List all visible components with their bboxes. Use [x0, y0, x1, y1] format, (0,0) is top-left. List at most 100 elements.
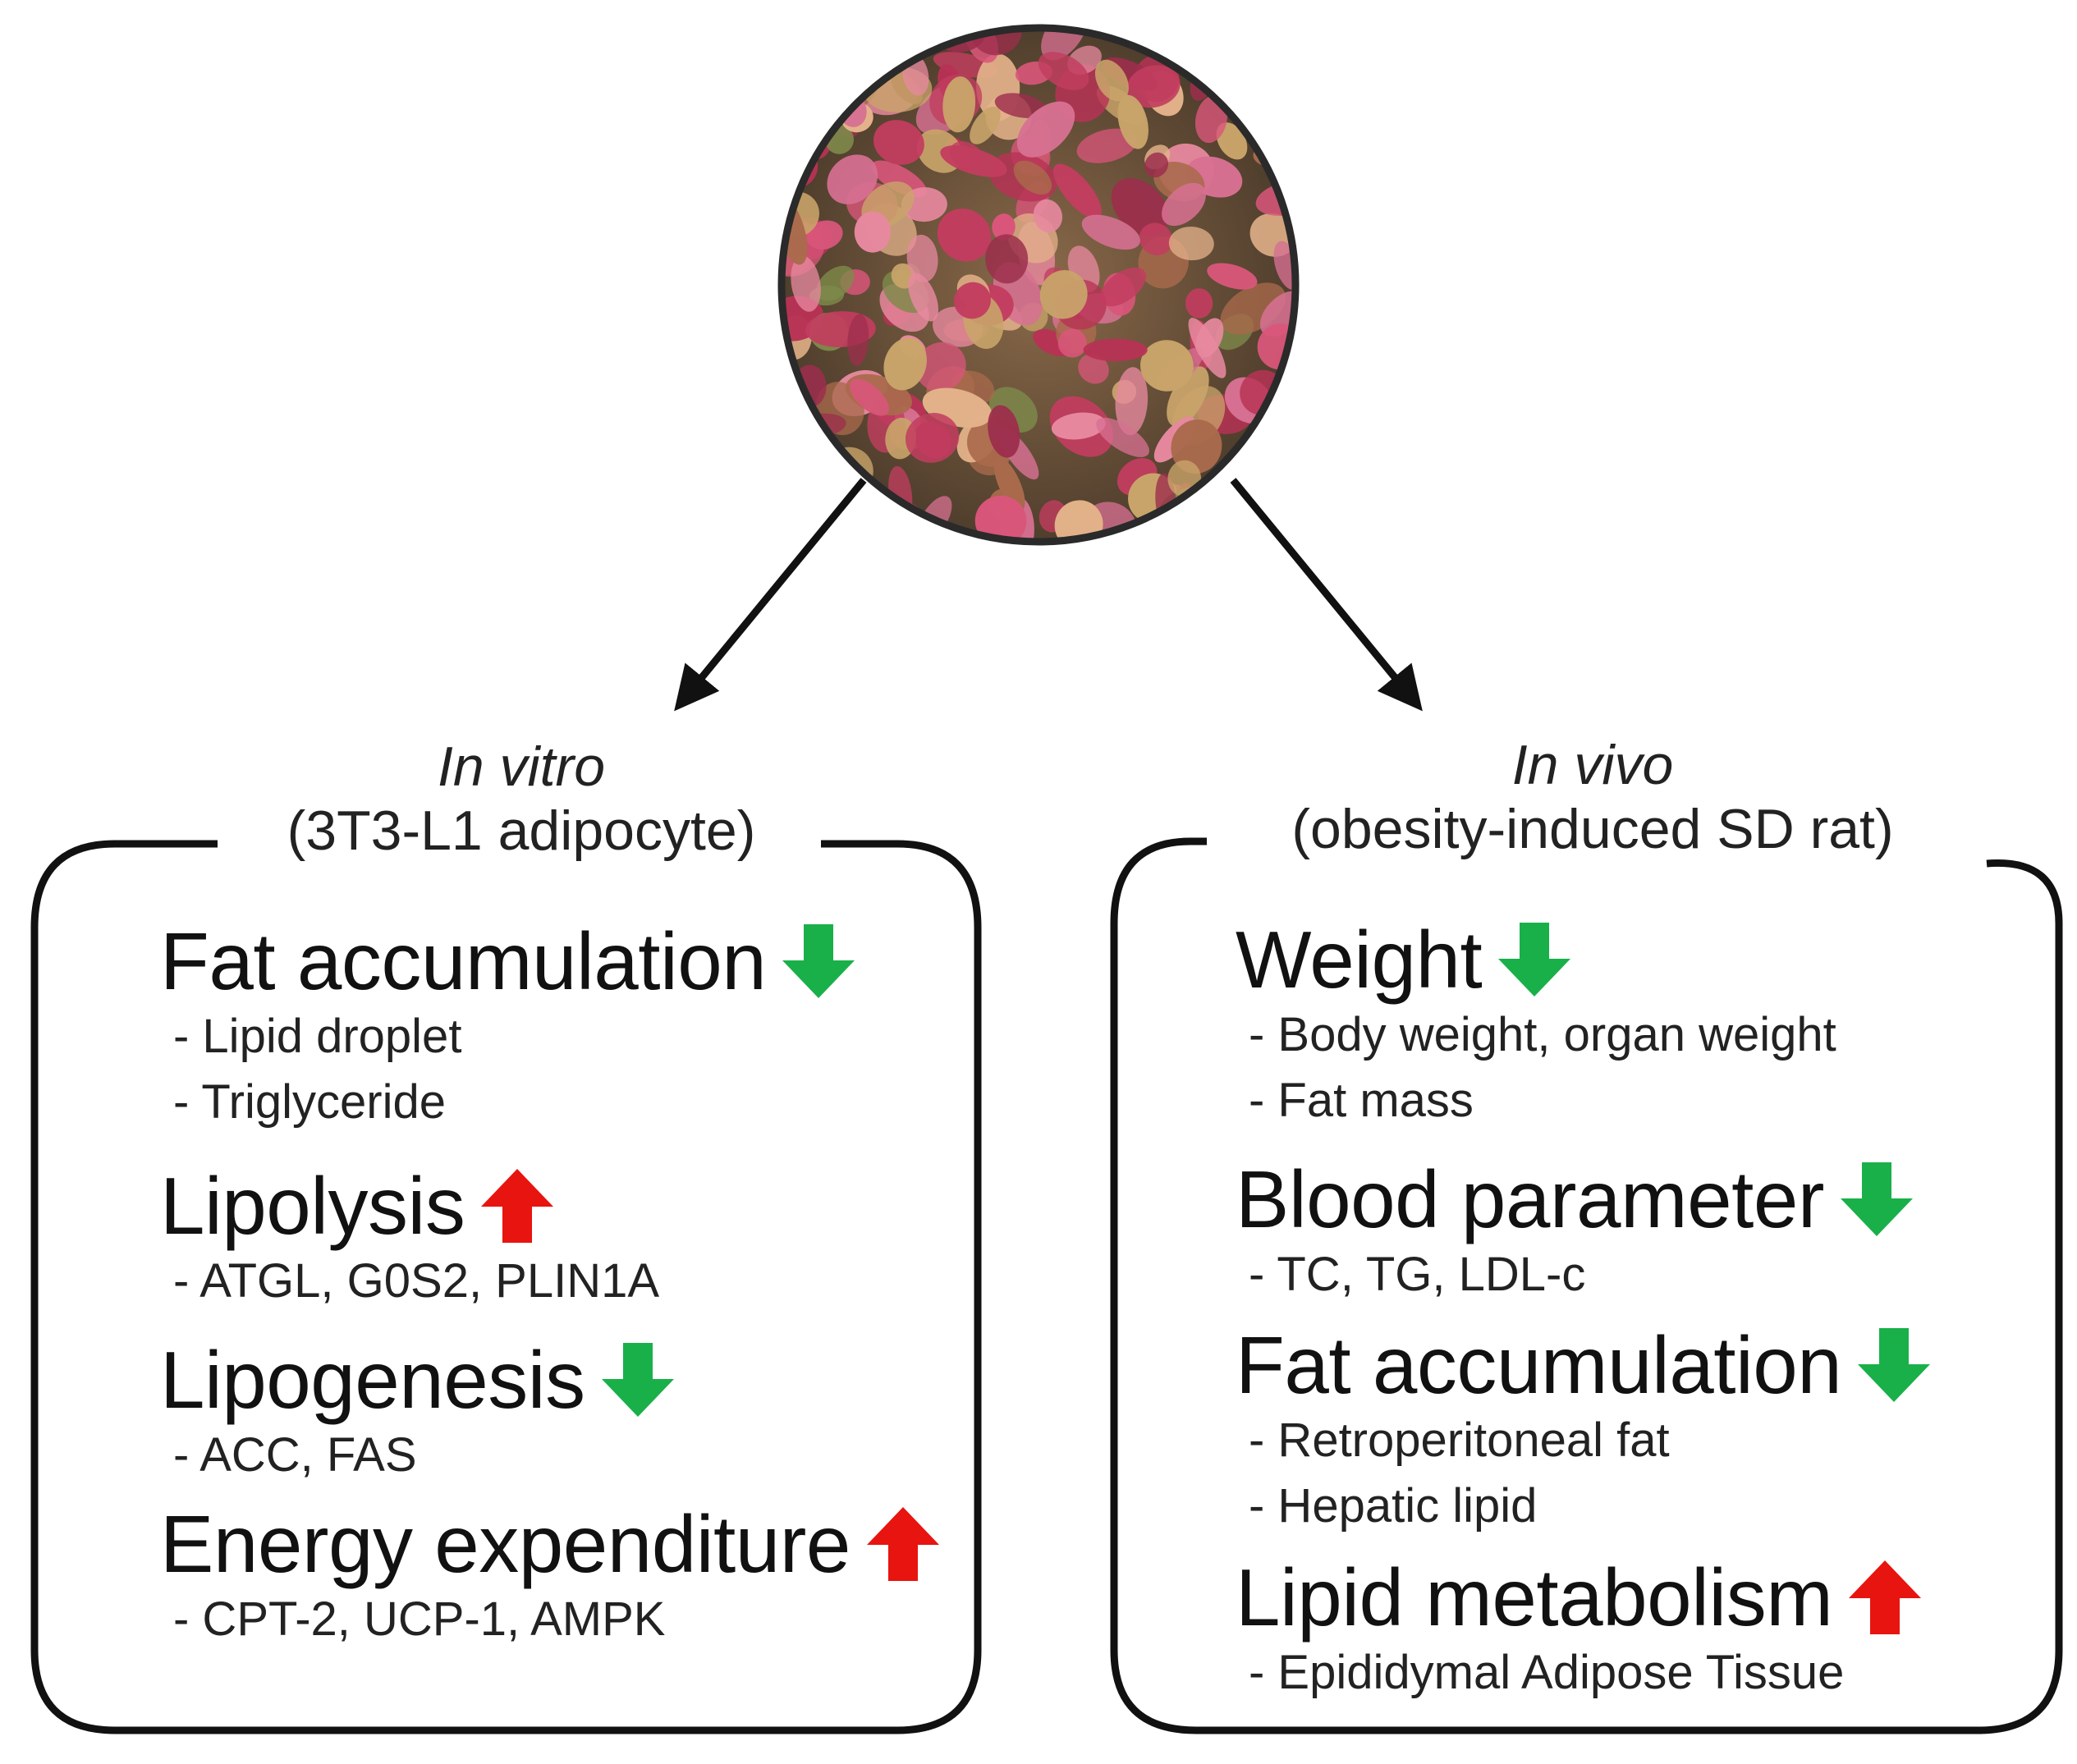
rose-bud	[782, 438, 816, 478]
rose-bud	[835, 28, 898, 56]
in-vivo-item-lipid-metabolism: Lipid metabolism - Epididymal Adipose Ti…	[1236, 1556, 1923, 1706]
rose-bud	[1033, 199, 1063, 233]
rose-bud	[940, 145, 1007, 177]
rose-bud	[1162, 182, 1206, 227]
rose-bud	[1052, 163, 1102, 219]
rose-bud	[1081, 214, 1140, 250]
in-vivo-heading: Fat accumulation	[1236, 1320, 1842, 1410]
rose-bud	[1194, 520, 1227, 542]
rose-bud	[1013, 160, 1052, 195]
in-vivo-item-blood-parameter: Blood parameter - TC, TG, LDL-c	[1236, 1157, 1914, 1308]
rose-bud	[814, 72, 843, 117]
in-vitro-detail: - CPT-2, UCP-1, AMPK	[173, 1592, 666, 1646]
rose-bud	[1264, 28, 1295, 57]
in-vitro-box-outline	[30, 840, 982, 1734]
in-vivo-detail: - Body weight, organ weight	[1249, 1007, 1836, 1061]
rose-bud	[1259, 28, 1295, 50]
in-vivo-detail: - Fat mass	[1249, 1073, 1474, 1127]
rose-bud	[782, 108, 800, 154]
rose-bud	[937, 208, 992, 262]
rose-bud	[970, 106, 1001, 144]
rose-bud	[1248, 89, 1286, 117]
in-vitro-title: In vitro (3T3-L1 adipocyte)	[222, 735, 821, 863]
rose-bud	[1168, 526, 1206, 542]
in-vivo-item-weight: Weight - Body weight, organ weight - Fat…	[1236, 918, 1836, 1134]
up-arrow-icon	[1847, 1557, 1923, 1638]
in-vivo-heading: Blood parameter	[1236, 1154, 1825, 1244]
rose-bud	[782, 33, 834, 85]
rose-bud	[782, 92, 809, 148]
down-arrow-icon	[600, 1340, 676, 1420]
in-vitro-detail: - ACC, FAS	[173, 1427, 417, 1482]
rose-bud	[1216, 122, 1248, 160]
in-vitro-heading: Lipolysis	[160, 1161, 465, 1251]
rose-bud	[1083, 338, 1148, 362]
in-vitro-heading: Fat accumulation	[160, 916, 767, 1006]
in-vitro-heading: Lipogenesis	[160, 1335, 585, 1425]
rose-bud	[1111, 178, 1169, 236]
rose-bud	[1094, 59, 1129, 102]
rose-bud	[905, 413, 960, 463]
in-vivo-box-outline	[1110, 837, 2063, 1734]
rose-bud	[804, 70, 835, 94]
rose-bud	[1057, 328, 1087, 358]
in-vivo-heading: Weight	[1236, 914, 1483, 1005]
down-arrow-icon	[1839, 1159, 1914, 1239]
rose-bud	[1126, 65, 1181, 108]
up-arrow-icon	[479, 1166, 555, 1246]
rose-bud	[1039, 270, 1088, 319]
rose-bud	[1167, 366, 1209, 427]
rose-bud	[1207, 263, 1258, 290]
rose-bud	[813, 52, 850, 89]
rose-bud	[1233, 28, 1272, 56]
rose-bud	[782, 433, 814, 487]
rose-bud	[994, 93, 1047, 119]
connector-arrow-right	[1230, 478, 1423, 712]
rose-bud	[1115, 367, 1149, 436]
rose-bud	[854, 211, 891, 253]
in-vitro-title-sub: (3T3-L1 adipocyte)	[287, 800, 756, 863]
in-vitro-item-fat-accumulation: Fat accumulation - Lipid droplet - Trigl…	[160, 919, 856, 1135]
rose-bud	[845, 516, 882, 542]
rose-bud	[806, 472, 860, 537]
connector-arrow-left	[674, 478, 867, 712]
in-vitro-detail: - Lipid droplet	[173, 1009, 462, 1063]
rose-bud	[1140, 340, 1194, 392]
rose-bud	[908, 273, 939, 322]
rose-bud	[827, 154, 878, 204]
rose-bud	[782, 483, 808, 531]
rose-bud	[1217, 511, 1252, 542]
in-vivo-detail: - Epididymal Adipose Tissue	[1249, 1645, 1845, 1699]
rose-buds-photo	[777, 24, 1300, 546]
rose-bud	[992, 213, 1016, 241]
down-arrow-icon	[1497, 919, 1572, 1000]
rose-bud	[1144, 152, 1169, 178]
in-vitro-detail: - Triglyceride	[173, 1074, 446, 1129]
rose-bud	[1237, 29, 1282, 72]
rose-bud	[1253, 28, 1290, 43]
rose-bud	[873, 120, 924, 165]
rose-bud	[915, 341, 966, 392]
rose-bud	[847, 314, 869, 366]
in-vitro-item-lipogenesis: Lipogenesis - ACC, FAS	[160, 1338, 676, 1488]
rose-bud	[1038, 52, 1089, 90]
rose-bud	[1185, 288, 1213, 318]
rose-bud	[1076, 128, 1138, 163]
rose-bud	[988, 405, 1020, 458]
in-vivo-heading: Lipid metabolism	[1236, 1552, 1833, 1643]
rose-bud	[1041, 28, 1088, 61]
rose-bud	[1117, 94, 1149, 149]
in-vivo-detail: - Hepatic lipid	[1249, 1478, 1538, 1533]
in-vitro-heading: Energy expenditure	[160, 1499, 851, 1589]
up-arrow-icon	[865, 1504, 941, 1584]
rose-bud	[856, 30, 878, 58]
in-vivo-title-sub: (obesity-induced SD rat)	[1291, 798, 1894, 861]
rose-bud	[1171, 419, 1222, 474]
rose-bud	[782, 467, 808, 506]
rose-bud	[782, 47, 810, 103]
rose-bud	[1168, 227, 1214, 261]
in-vivo-title-italic: In vivo	[1511, 734, 1674, 796]
rose-bud	[954, 282, 991, 319]
rose-bud	[883, 337, 927, 391]
